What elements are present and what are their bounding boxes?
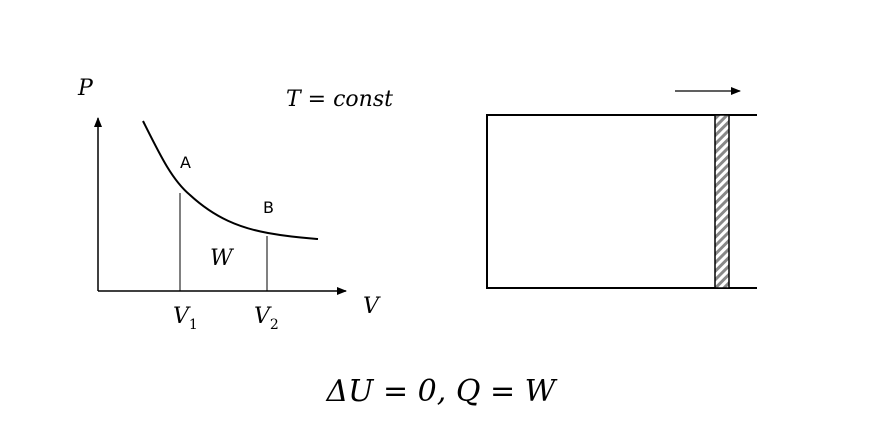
- point-a-label: A: [180, 153, 191, 172]
- energy-equation: ΔU = 0, Q = W: [326, 374, 558, 409]
- v1-tick-label: V1: [173, 304, 198, 333]
- v-axis-label: V: [363, 294, 381, 319]
- cylinder-piston: [486, 87, 757, 289]
- p-axis-label: P: [77, 76, 94, 101]
- v1-subscript: 1: [189, 317, 198, 333]
- v2-subscript: 2: [270, 317, 279, 333]
- piston: [714, 114, 730, 289]
- isotherm-curve: [142, 120, 319, 240]
- point-b-label: B: [263, 198, 274, 217]
- temperature-condition: T = const: [286, 87, 393, 112]
- cylinder-wall: [486, 114, 757, 289]
- v2-tick-label: V2: [254, 304, 279, 333]
- pv-diagram: P V A B W V1 V2 T = const: [77, 76, 393, 333]
- work-area-label: W: [210, 246, 235, 271]
